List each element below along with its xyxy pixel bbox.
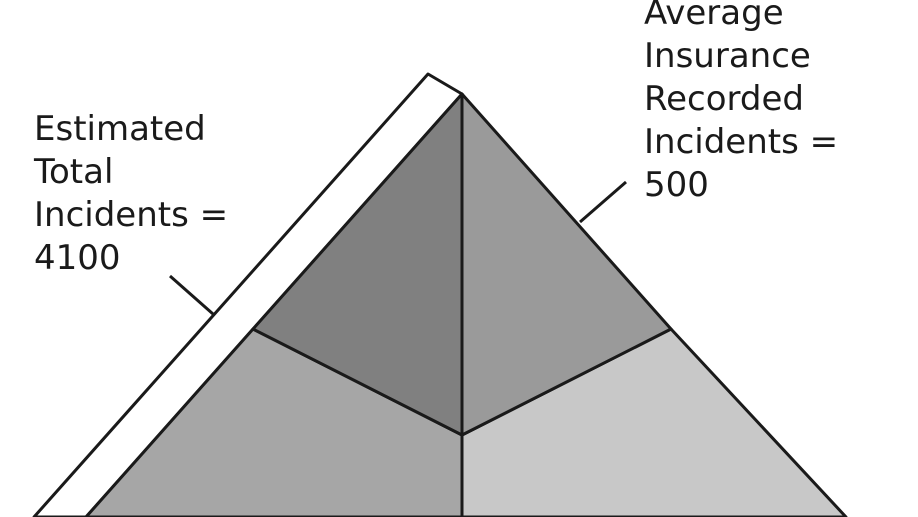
- estimated-total-label: Estimated Total Incidents = 4100: [34, 108, 228, 280]
- pyramid-top-right-face: [460, 92, 673, 437]
- average-insurance-line-2: Insurance: [644, 36, 811, 76]
- estimated-total-value: 4100: [34, 238, 121, 278]
- leader-line-estimated-total: [169, 274, 214, 316]
- estimated-total-line-3: Incidents =: [34, 195, 229, 235]
- pyramid-outer-band: [32, 72, 464, 517]
- estimated-total-line-2: Total: [34, 152, 114, 192]
- average-insurance-line-3: Recorded: [644, 79, 804, 119]
- average-insurance-line-4: Incidents =: [644, 122, 839, 162]
- average-insurance-value: 500: [644, 165, 709, 205]
- average-insurance-line-1: Average: [644, 0, 784, 33]
- leader-line-average-insurance: [579, 180, 627, 224]
- average-insurance-label: Average Insurance Recorded Incidents = 5…: [644, 0, 838, 207]
- estimated-total-line-1: Estimated: [34, 109, 206, 149]
